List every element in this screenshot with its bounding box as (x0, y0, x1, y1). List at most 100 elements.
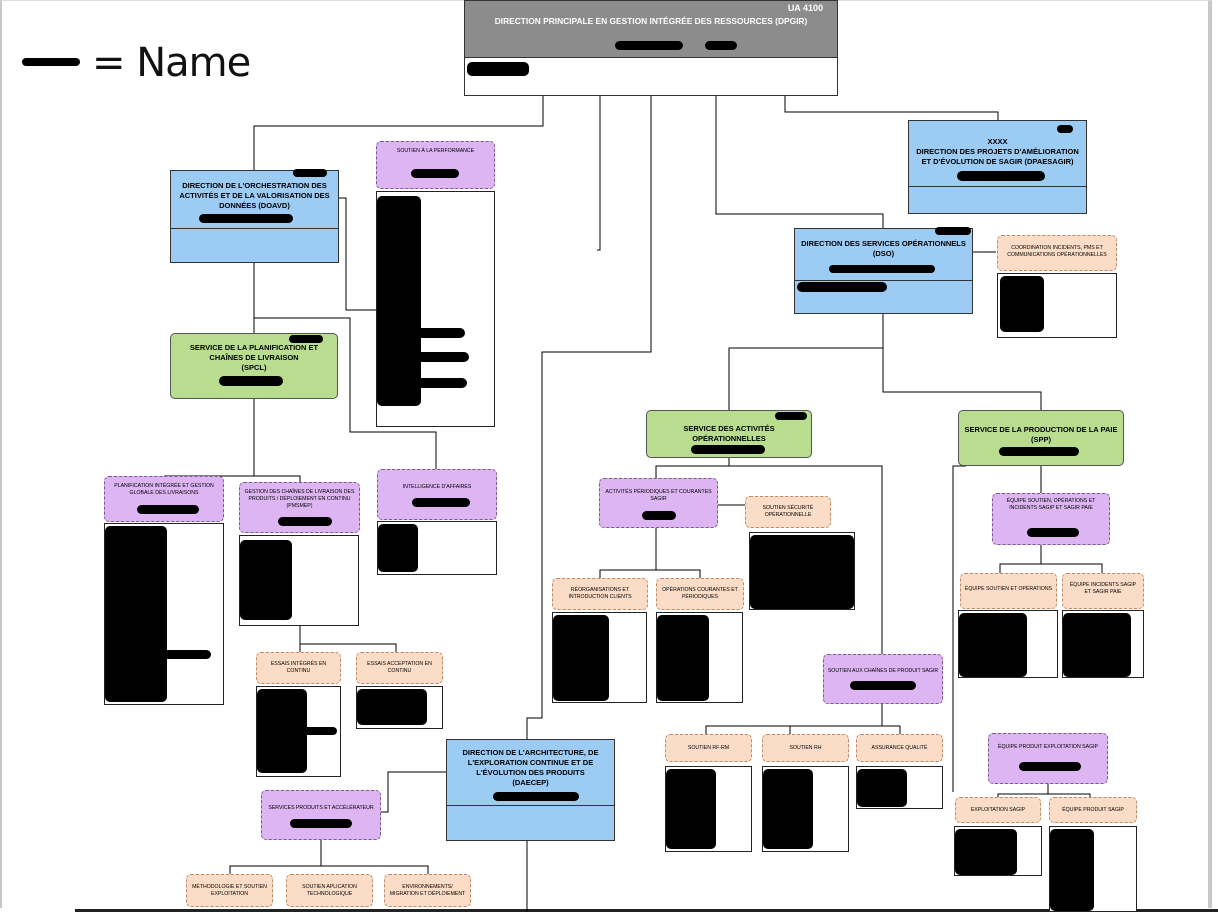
member-list (656, 612, 743, 703)
redacted-name (850, 681, 916, 690)
redacted-name (199, 214, 293, 223)
dpaesagir-box: XXXX DIRECTION DES PROJETS D'AMÉLIORATIO… (908, 120, 1087, 214)
redacted-name (417, 328, 465, 338)
member-list (104, 523, 224, 705)
unit-equipe-produit-exploitation: ÉQUIPE PRODUIT EXPLOITATION SAGIP (988, 733, 1108, 784)
redacted-name (467, 62, 529, 76)
unit-label: SOUTIEN AUX CHAÎNES DE PRODUIT SAGIR (827, 668, 939, 674)
redacted-name (293, 169, 327, 177)
spp-code: (SPP) (1030, 435, 1051, 444)
dso-box: DIRECTION DES SERVICES OPÉRATIONNELS (DS… (794, 227, 973, 314)
redacted-name (290, 819, 352, 828)
unit-label: SOUTIEN À LA PERFORMANCE (396, 148, 475, 154)
redacted-names-block (1000, 276, 1044, 332)
redacted-names-block (666, 769, 716, 849)
dpgir-title: DIRECTION PRINCIPALE EN GESTION INTÉGRÉE… (494, 16, 808, 26)
redacted-name (417, 352, 469, 362)
unit-soutien-rh: SOUTIEN RH (762, 734, 849, 762)
unit-label: ENVIRONNEMENTS/ MIGRATION ET DÉPLOIEMENT (389, 884, 466, 897)
redacted-names-block (1063, 613, 1131, 677)
member-list (954, 826, 1042, 876)
unit-label: ESSAIS INTÉGRÉS EN CONTINU (270, 661, 327, 674)
unit-label: RÉORGANISATIONS ET INTRODUCTION CLIENTS (568, 587, 632, 600)
member-list (377, 521, 497, 575)
doavd-title: DIRECTION DE L'ORCHESTRATION DES ACTIVIT… (179, 181, 330, 210)
member-list (239, 535, 359, 626)
member-list (997, 273, 1117, 338)
redacted-name (1057, 125, 1073, 133)
unit-essais-acceptation: ESSAIS ACCEPTATION EN CONTINU (356, 652, 443, 684)
redacted-names-block (657, 615, 709, 701)
unit-label: SOUTIEN RH (789, 745, 822, 751)
redacted-name (642, 511, 676, 520)
unit-label: EXPLOITATION SAGIP (970, 807, 1026, 813)
legend-label: = Name (92, 40, 251, 86)
redacted-name (935, 227, 971, 235)
unit-equipe-produit-sagip: ÉQUIPE PRODUIT SAGIP (1049, 797, 1137, 823)
member-list (762, 766, 849, 852)
redacted-name (957, 171, 1045, 181)
redacted-name (219, 376, 283, 386)
unit-equipe-incidents: ÉQUIPE INCIDENTS SAGIP ET SAGIR PAIE (1062, 573, 1144, 609)
redacted-names-block (357, 689, 427, 725)
redacted-names-block (378, 524, 418, 572)
redacted-name (691, 445, 765, 454)
member-list (665, 766, 752, 852)
member-list (356, 686, 443, 729)
member-list (958, 610, 1058, 678)
unit-intelligence-affaires: INTELLIGENCE D'AFFAIRES (377, 469, 497, 520)
redacted-name (412, 498, 470, 507)
redacted-names-block (553, 615, 609, 701)
unit-label: SOUTIEN RF-RM (687, 745, 730, 751)
unit-operations-courantes: OPÉRATIONS COURANTES ET PÉRIODIQUES (656, 578, 744, 610)
unit-soutien-securite: SOUTIEN SÉCURITÉ OPÉRATIONNELLE (745, 496, 831, 528)
unit-label: ÉQUIPE PRODUIT EXPLOITATION SAGIP (997, 744, 1099, 750)
daecep-box: DIRECTION DE L'ARCHITECTURE, DE L'EXPLOR… (446, 739, 615, 841)
dpgir-header: UA 4100 DIRECTION PRINCIPALE EN GESTION … (464, 0, 838, 58)
daecep-code: (DAECEP) (512, 778, 549, 787)
spp-title: SERVICE DE LA PRODUCTION DE LA PAIE (964, 425, 1118, 434)
redacted-name (829, 265, 935, 273)
redacted-name (797, 282, 887, 292)
unit-label: ACTIVITÉS PÉRIODIQUES ET COURANTES SAGIR (605, 489, 712, 502)
unit-activites-periodiques: ACTIVITÉS PÉRIODIQUES ET COURANTES SAGIR (599, 478, 718, 528)
dpaesagir-title: DIRECTION DES PROJETS D'AMÉLIORATION ET … (916, 147, 1079, 166)
member-list (749, 532, 855, 610)
unit-soutien-performance: SOUTIEN À LA PERFORMANCE (376, 141, 495, 189)
redacted-names-block (763, 769, 813, 849)
dpaesagir-code: XXXX (987, 137, 1008, 146)
unit-equipe-soutien-operations-incidents: ÉQUIPE SOUTIEN, OPÉRATIONS ET INCIDENTS … (992, 493, 1110, 545)
unit-label: INTELLIGENCE D'AFFAIRES (402, 484, 472, 490)
unit-soutien-chaines-produit: SOUTIEN AUX CHAÎNES DE PRODUIT SAGIR (823, 654, 943, 704)
redacted-name (999, 447, 1079, 456)
member-list (1062, 610, 1144, 678)
doavd-box: DIRECTION DE L'ORCHESTRATION DES ACTIVIT… (170, 169, 339, 263)
redacted-names-block (257, 689, 307, 773)
redacted-name (1019, 762, 1081, 771)
redacted-names-block (240, 540, 292, 620)
unit-label: OPÉRATIONS COURANTES ET PÉRIODIQUES (662, 587, 738, 600)
spp-box: SERVICE DE LA PRODUCTION DE LA PAIE (SPP… (958, 410, 1124, 466)
unit-exploitation-sagip: EXPLOITATION SAGIP (955, 797, 1041, 823)
unit-label: ÉQUIPE PRODUIT SAGIP (1062, 807, 1124, 813)
redacted-names-block (857, 769, 907, 807)
unit-label: ÉQUIPE SOUTIEN ET OPÉRATIONS (964, 586, 1053, 592)
unit-soutien-application: SOUTIEN APLICATION TECHNOLOGIQUE (286, 874, 373, 907)
redacted-name (411, 169, 459, 178)
spcl-box: SERVICE DE LA PLANIFICATION ET CHAÎNES D… (170, 333, 338, 399)
unit-label: ESSAIS ACCEPTATION EN CONTINU (367, 661, 432, 674)
redacted-names-block (105, 526, 167, 702)
unit-label: SOUTIEN APLICATION TECHNOLOGIQUE (302, 884, 357, 897)
unit-gestion-chaines: GESTION DES CHAÎNES DE LIVRAISON DES PRO… (239, 482, 360, 533)
sao-title: SERVICE DES ACTIVITÉS OPÉRATIONNELLES (683, 424, 775, 443)
dpgir-code: UA 4100 (787, 3, 823, 13)
redacted-names-block (959, 613, 1027, 677)
dpgir-body (464, 58, 838, 96)
unit-label: ÉQUIPE INCIDENTS SAGIP ET SAGIR PAIE (1069, 582, 1137, 595)
redacted-name (705, 41, 737, 50)
redacted-name (278, 517, 332, 526)
unit-equipe-soutien-operations: ÉQUIPE SOUTIEN ET OPÉRATIONS (960, 573, 1057, 609)
member-list (552, 612, 647, 703)
daecep-title: DIRECTION DE L'ARCHITECTURE, DE L'EXPLOR… (462, 748, 599, 777)
spcl-title: SERVICE DE LA PLANIFICATION ET CHAÎNES D… (189, 343, 319, 362)
